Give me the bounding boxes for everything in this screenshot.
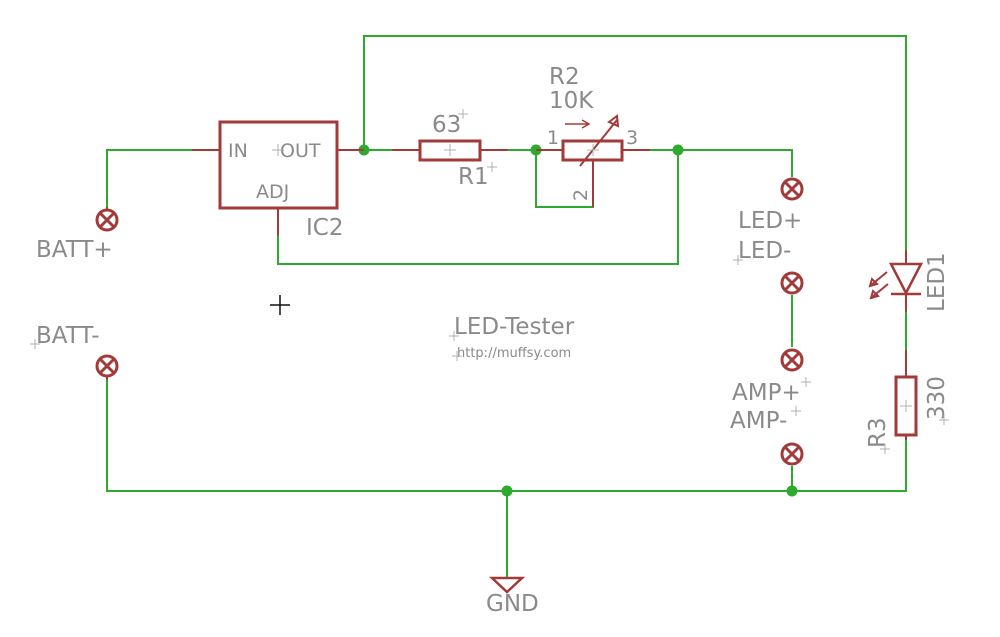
pad-x-icon — [783, 180, 801, 198]
amp-plus-label: AMP+ — [732, 380, 801, 406]
schematic-title: LED-Tester — [454, 314, 575, 340]
pad-x-icon — [783, 445, 801, 463]
pad-x-icon — [98, 211, 116, 229]
origin-cross-icon — [939, 415, 949, 425]
pad-ring — [95, 208, 119, 232]
wire-r2-to-led-plus — [622, 149, 793, 177]
pad-x-icon — [783, 351, 801, 369]
pad-ring — [780, 442, 804, 466]
junction-dot — [501, 485, 513, 497]
origin-cross-icon — [801, 377, 811, 387]
led1-emission-arrow — [870, 283, 889, 299]
junction-dot — [672, 144, 684, 156]
led1-name-label: LED1 — [924, 252, 950, 312]
batt-plus-label: BATT+ — [36, 237, 113, 263]
origin-cross-icon — [900, 400, 912, 412]
batt-minus-label: BATT- — [36, 323, 100, 349]
r2-value-label: 10K — [549, 88, 594, 114]
ic2-name-label: IC2 — [306, 215, 343, 241]
origin-cross-icon — [449, 331, 459, 341]
r2-pin1-label: 1 — [547, 127, 559, 149]
schematic-url: http://muffsy.com — [457, 346, 571, 361]
pad-x-icon — [783, 274, 801, 292]
r2-adjust-arrow — [579, 119, 618, 167]
r3-value-label: 330 — [924, 376, 950, 420]
origin-cross-icon — [791, 406, 801, 416]
r3-name-label: R3 — [865, 417, 891, 448]
ic2-in-label: IN — [228, 140, 248, 162]
annotation: LED-Tester http://muffsy.com — [449, 314, 575, 361]
ic2-out-label: OUT — [280, 140, 321, 162]
junction-dot — [786, 485, 798, 497]
wire-adj-feedback — [277, 150, 679, 265]
arrow-right-icon — [581, 119, 591, 129]
pad-ring — [780, 271, 804, 295]
resistor-r1[interactable]: 63 R1 — [392, 109, 508, 190]
ic2-adj-label: ADJ — [256, 181, 289, 203]
r2-pin3-label: 3 — [626, 127, 638, 149]
r1-name-label: R1 — [458, 164, 489, 190]
pad-ring — [780, 177, 804, 201]
amp-minus-label: AMP- — [730, 408, 787, 434]
pad-amp-minus[interactable]: AMP- — [730, 406, 804, 466]
origin-cross-icon — [487, 162, 497, 172]
diode-led1[interactable]: LED1 — [868, 250, 950, 312]
origin-cross-icon — [587, 144, 599, 156]
pad-led-minus[interactable]: LED- — [733, 238, 804, 295]
led-plus-label: LED+ — [738, 208, 802, 234]
led1-emission-arrow — [869, 271, 888, 287]
arrow-head-icon — [607, 114, 620, 128]
wires — [106, 35, 907, 578]
regulator-ic2[interactable]: IN OUT ADJ IC2 — [192, 120, 364, 241]
origin-cross-icon — [880, 444, 890, 454]
pad-led-plus[interactable]: LED+ — [738, 177, 804, 234]
led-minus-label: LED- — [738, 238, 791, 264]
r2-name-label: R2 — [549, 64, 580, 90]
origin-cross-icon — [458, 109, 468, 119]
arrow-head-icon — [868, 277, 879, 288]
origin-cross-icon — [452, 351, 462, 361]
crosshair-cursor-icon — [270, 295, 290, 315]
pad-batt-plus[interactable]: BATT+ — [36, 207, 119, 263]
pad-x-icon — [98, 357, 116, 375]
gnd-label: GND — [486, 591, 539, 617]
r1-value-label: 63 — [432, 112, 461, 138]
resistor-r3[interactable]: 330 R3 — [865, 350, 950, 454]
pad-batt-minus[interactable]: BATT- — [30, 323, 119, 380]
wire-batt-plus-to-in — [106, 149, 192, 207]
origin-cross-icon — [444, 144, 456, 156]
ground-triangle-icon — [488, 576, 526, 594]
potentiometer-r2[interactable]: R2 10K 1 3 2 — [536, 64, 650, 207]
ground-symbol[interactable]: GND — [486, 576, 539, 617]
origin-cross-icon — [30, 339, 40, 349]
wire-top-loop — [363, 35, 907, 262]
origin-cross-icon — [733, 255, 743, 265]
r2-pin2-label: 2 — [570, 189, 592, 201]
origin-cross-icon — [272, 144, 284, 156]
pad-ring — [780, 348, 804, 372]
led1-triangle — [888, 262, 924, 296]
arrow-head-icon — [869, 289, 880, 300]
pad-amp-plus[interactable]: AMP+ — [732, 348, 811, 406]
